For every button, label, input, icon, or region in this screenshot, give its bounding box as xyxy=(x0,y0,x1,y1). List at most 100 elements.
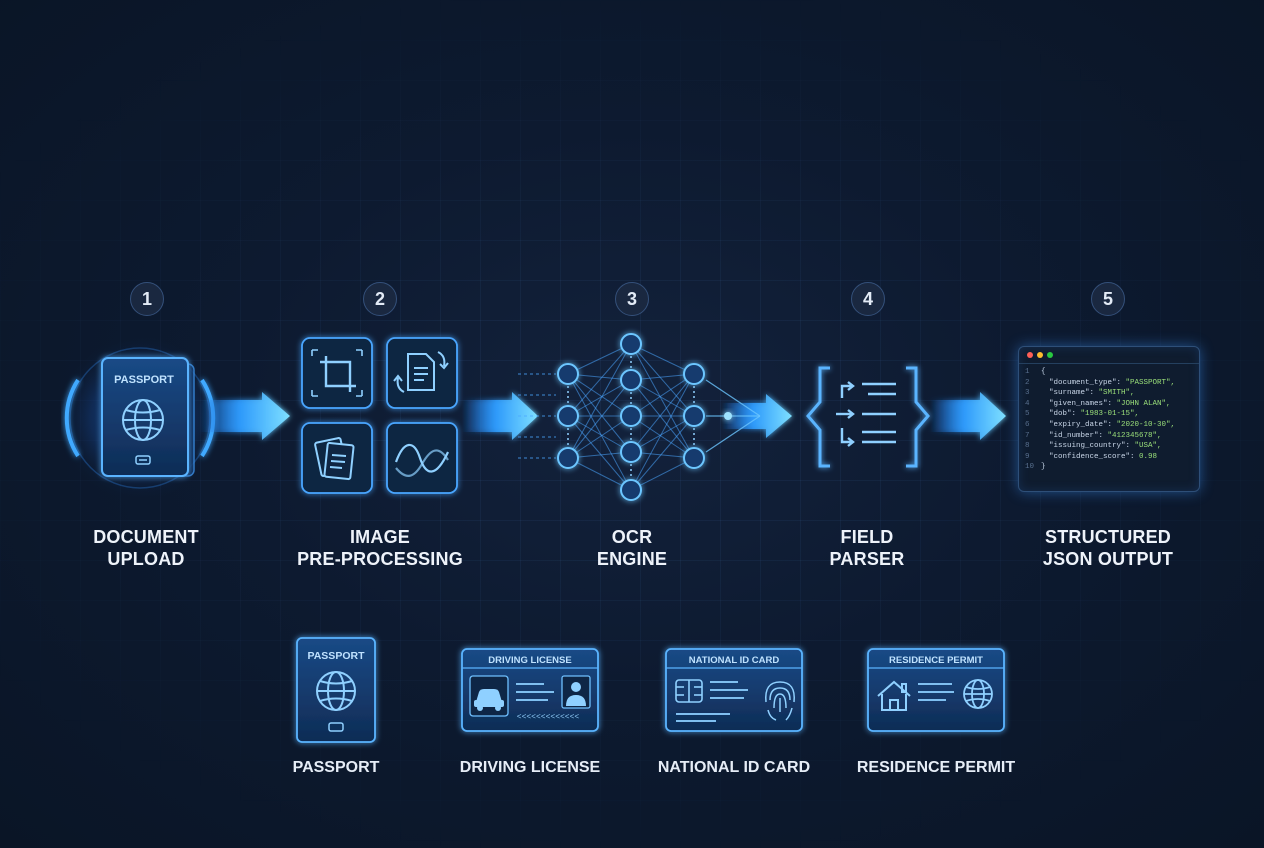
stage-5-title-line2: JSON OUTPUT xyxy=(1042,549,1174,569)
network-edge xyxy=(567,415,632,453)
window-minimize-dot-icon xyxy=(1037,352,1043,358)
globe-icon xyxy=(963,679,993,709)
json-line-number: 9 xyxy=(1025,452,1030,461)
stage-3-title-line1: OCR xyxy=(611,527,653,547)
network-edge xyxy=(567,415,632,491)
national-id-card-title: NATIONAL ID CARD xyxy=(689,655,780,666)
json-value: 0.98 xyxy=(1139,452,1158,461)
driving-license-mrz: <<<<<<<<<<<<< xyxy=(517,713,580,722)
window-close-dot-icon xyxy=(1027,352,1033,358)
json-line: 3 "surname": "SMITH", xyxy=(1019,388,1199,399)
network-edge xyxy=(630,415,695,491)
output-streak xyxy=(705,415,761,453)
network-edge xyxy=(630,415,695,459)
passport-card-icon: PASSPORT xyxy=(296,637,376,743)
driving-license-card-icon: DRIVING LICENSE <<<<<<<<<<<<< xyxy=(461,648,599,732)
network-edge xyxy=(630,343,695,459)
json-key: "document_type": xyxy=(1049,378,1122,387)
json-line-code: "issuing_country": "USA", xyxy=(1049,441,1162,452)
json-value: "412345678", xyxy=(1107,431,1162,440)
json-key: "given_names": xyxy=(1049,399,1113,408)
network-node xyxy=(620,405,642,427)
arrow-4 xyxy=(930,392,1006,440)
stage-4-title-line1: FIELD xyxy=(840,527,894,547)
network-edge xyxy=(630,415,695,453)
network-edge xyxy=(567,343,632,459)
stage-1-title-line1: DOCUMENT xyxy=(93,527,199,547)
person-photo-icon xyxy=(566,682,586,706)
stage-4-title-line2: PARSER xyxy=(829,549,905,569)
json-output-panel: 1{2"document_type": "PASSPORT",3"surname… xyxy=(1018,346,1200,492)
passport-card-title: PASSPORT xyxy=(308,650,366,662)
network-edge xyxy=(567,373,632,491)
network-node xyxy=(620,333,642,355)
network-edge xyxy=(567,373,632,417)
json-line: 1{ xyxy=(1019,367,1199,378)
network-edge xyxy=(567,457,632,491)
network-edge xyxy=(630,457,695,491)
network-node xyxy=(683,405,705,427)
network-node xyxy=(620,369,642,391)
json-value: "JOHN ALAN", xyxy=(1116,399,1171,408)
stage-1-title-line2: UPLOAD xyxy=(107,549,185,569)
fingerprint-icon xyxy=(765,681,795,721)
network-edge xyxy=(630,379,695,459)
json-line-code: } xyxy=(1041,463,1046,472)
network-node xyxy=(557,447,579,469)
json-line: 4"given_names": "JOHN ALAN", xyxy=(1019,399,1199,410)
national-id-card-icon: NATIONAL ID CARD xyxy=(665,648,803,732)
doc-label-national-id-card: NATIONAL ID CARD xyxy=(657,759,811,776)
json-key: "surname": xyxy=(1049,389,1095,398)
stage-2-title-line1: IMAGE xyxy=(349,527,410,547)
json-value: "PASSPORT", xyxy=(1125,378,1176,387)
network-edge xyxy=(567,373,632,453)
crop-icon xyxy=(311,349,363,397)
json-line-code: "given_names": "JOHN ALAN", xyxy=(1049,399,1171,410)
json-line: 6"expiry_date": "2020-10-30", xyxy=(1019,420,1199,431)
upload-passport-icon: PASSPORT xyxy=(58,336,222,500)
json-line-number: 10 xyxy=(1025,463,1035,472)
json-window-titlebar xyxy=(1019,347,1199,364)
step-number-2: 2 xyxy=(363,282,397,316)
json-line-number: 3 xyxy=(1025,389,1030,398)
json-key: "confidence_score": xyxy=(1049,452,1135,461)
json-line-code: "dob": "1983-01-15", xyxy=(1049,409,1139,420)
arrow-1 xyxy=(200,392,290,440)
json-line-code: "confidence_score": 0.98 xyxy=(1049,452,1157,463)
driving-license-card-title: DRIVING LICENSE xyxy=(488,655,571,666)
stage-3-title-line2: ENGINE xyxy=(596,549,668,569)
arrow-2 xyxy=(462,392,538,440)
field-parser-icon xyxy=(806,366,930,468)
network-edge xyxy=(630,343,695,375)
json-line-number: 8 xyxy=(1025,442,1030,451)
waveform-icon xyxy=(394,443,449,477)
network-edge xyxy=(630,373,695,491)
upload-passport-text: PASSPORT xyxy=(114,374,174,386)
json-line: 9 "confidence_score": 0.98 xyxy=(1019,452,1199,463)
json-value: "2020-10-30", xyxy=(1116,420,1176,429)
stage-label-5: STRUCTURED JSON OUTPUT xyxy=(988,526,1228,570)
stage-label-2: IMAGE PRE-PROCESSING xyxy=(260,526,500,570)
chip-icon xyxy=(675,679,703,703)
json-line-number: 6 xyxy=(1025,420,1030,429)
json-line-number: 5 xyxy=(1025,410,1030,419)
network-edge xyxy=(567,343,632,417)
json-line-number: 1 xyxy=(1025,368,1030,376)
json-line-code: "document_type": "PASSPORT", xyxy=(1049,378,1175,389)
json-key: "issuing_country": xyxy=(1049,442,1131,451)
json-value: "1983-01-15", xyxy=(1080,410,1140,419)
network-edge xyxy=(567,379,632,459)
step-number-3: 3 xyxy=(615,282,649,316)
json-line-number: 2 xyxy=(1025,378,1030,387)
json-line-code: { xyxy=(1041,368,1046,376)
json-line-number: 7 xyxy=(1025,431,1030,440)
json-line: 2 "document_type": "PASSPORT", xyxy=(1019,378,1199,389)
json-line: 10} xyxy=(1019,462,1199,473)
network-node xyxy=(557,363,579,385)
step-number-5: 5 xyxy=(1091,282,1125,316)
json-key: "id_number": xyxy=(1049,431,1104,440)
step-number-4: 4 xyxy=(851,282,885,316)
stage-2-title-line2: PRE-PROCESSING xyxy=(297,549,463,569)
json-value: "SMITH", xyxy=(1098,389,1135,398)
